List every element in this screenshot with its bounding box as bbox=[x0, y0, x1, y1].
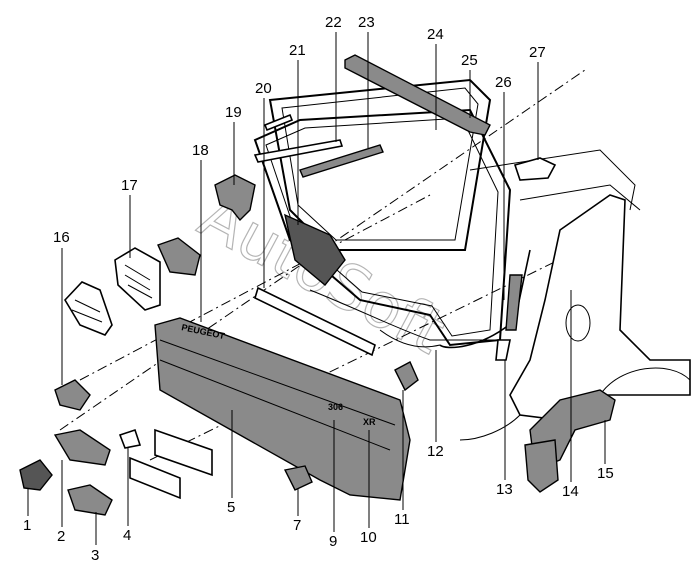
callout-24: 24 bbox=[427, 26, 444, 43]
rear-body-shell bbox=[459, 149, 691, 441]
lamp-bracket bbox=[54, 379, 91, 411]
callout-15: 15 bbox=[597, 465, 614, 482]
tailgate-lower-strip bbox=[254, 286, 376, 357]
xr-badge: XR bbox=[363, 417, 376, 427]
tail-lamp-right bbox=[114, 237, 201, 311]
callout-26: 26 bbox=[495, 74, 512, 91]
bumper-bracket bbox=[394, 361, 419, 392]
callout-11: 11 bbox=[394, 511, 410, 528]
callout-17: 17 bbox=[121, 177, 138, 194]
callout-2: 2 bbox=[57, 528, 65, 545]
rear-spoiler bbox=[344, 54, 491, 136]
number-plate-panels bbox=[118, 428, 213, 500]
leader-lines bbox=[27, 32, 606, 545]
callout-20: 20 bbox=[255, 80, 272, 97]
tailgate-hinge bbox=[214, 174, 256, 222]
wheel-arch-liner bbox=[524, 389, 616, 493]
callout-14: 14 bbox=[562, 483, 579, 500]
callout-21: 21 bbox=[289, 42, 306, 59]
callout-19: 19 bbox=[225, 104, 242, 121]
callout-23: 23 bbox=[358, 14, 375, 31]
callout-12: 12 bbox=[427, 443, 444, 460]
bracket bbox=[513, 157, 557, 181]
callout-4: 4 bbox=[123, 527, 131, 544]
callout-9: 9 bbox=[329, 533, 337, 550]
tail-lamp-left bbox=[64, 281, 113, 336]
callout-18: 18 bbox=[192, 142, 209, 159]
callout-16: 16 bbox=[53, 229, 70, 246]
callout-13: 13 bbox=[496, 481, 513, 498]
callout-7: 7 bbox=[293, 517, 301, 534]
callout-5: 5 bbox=[227, 499, 235, 516]
callout-22: 22 bbox=[325, 14, 342, 31]
callout-numbers: 1 2 3 4 5 7 9 10 11 12 13 14 15 16 17 18… bbox=[23, 14, 614, 564]
callout-3: 3 bbox=[91, 547, 99, 564]
tailgate-mechanism bbox=[284, 213, 500, 348]
bumper-clip bbox=[283, 465, 313, 491]
callout-10: 10 bbox=[360, 529, 377, 546]
latch-parts bbox=[19, 429, 113, 516]
callout-27: 27 bbox=[529, 44, 546, 61]
gas-strut bbox=[495, 274, 523, 361]
fuel-flap-outline bbox=[565, 304, 591, 342]
callout-25: 25 bbox=[461, 52, 478, 69]
model-badge: 306 bbox=[328, 402, 343, 412]
callout-1: 1 bbox=[23, 517, 31, 534]
rear-bumper bbox=[154, 317, 411, 501]
